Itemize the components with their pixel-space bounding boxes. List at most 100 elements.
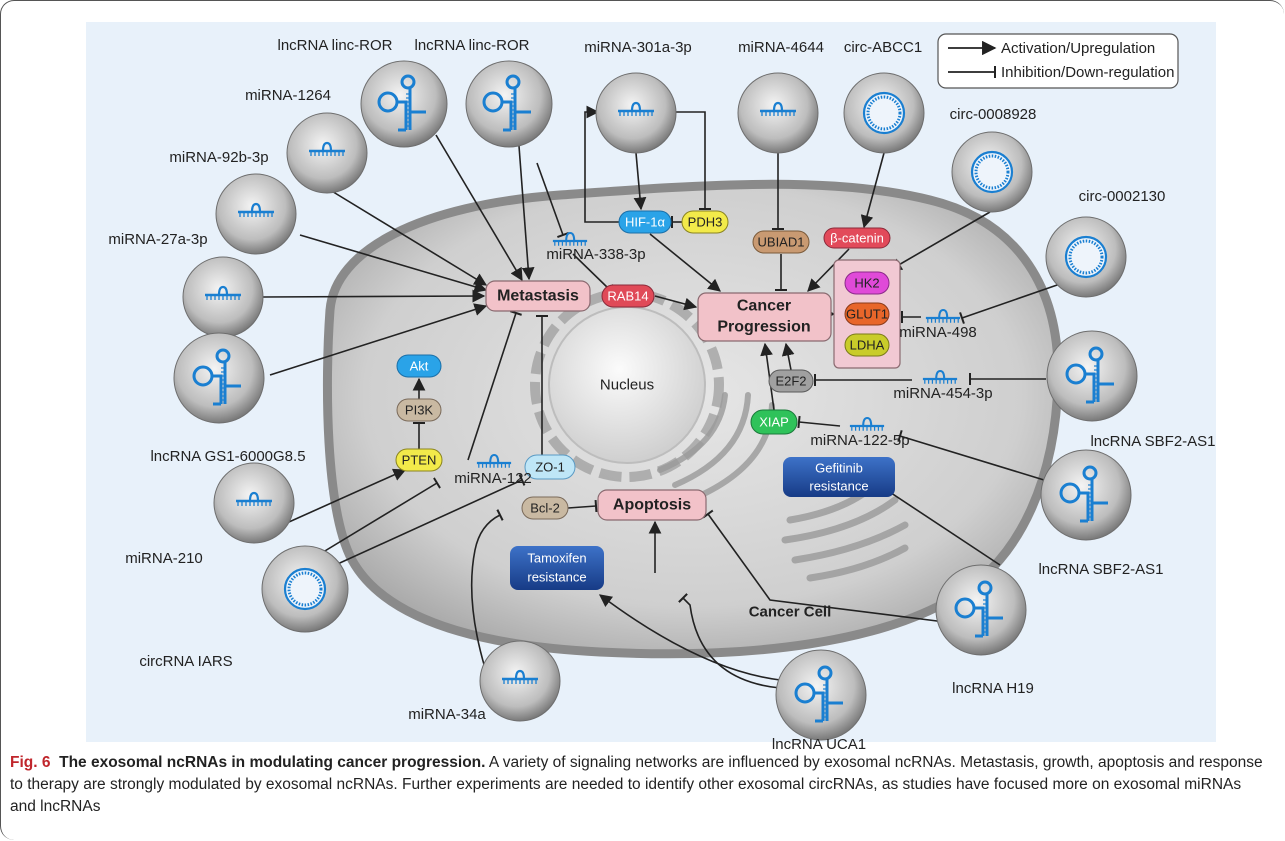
tamoxifen-label-2: resistance <box>527 570 586 585</box>
mirna-icon <box>925 308 961 323</box>
cancer-progression-label-1: Cancer <box>737 298 791 315</box>
diagram: Activation/Upregulation Inhibition/Down-… <box>108 33 1216 753</box>
exosome-circ-0008928 <box>951 131 1033 213</box>
activation-arrow <box>888 211 991 271</box>
activation-arrow <box>781 342 795 371</box>
node-ldha-label: LDHA <box>850 338 885 353</box>
mirna-icon <box>476 453 512 468</box>
nucleus-label: Nucleus <box>600 377 654 394</box>
mirna-mir-454-label: miRNA-454-3p <box>893 385 992 402</box>
mirna-icon <box>552 231 588 246</box>
node-akt: Akt <box>396 354 442 378</box>
golgi-apparatus <box>781 476 909 582</box>
node-hk2: HK2 <box>844 271 890 295</box>
lncrna-icon <box>192 348 241 406</box>
mirna-icon <box>309 141 345 156</box>
node-xiap: XIAP <box>750 409 798 435</box>
mirna-mir-454: miRNA-454-3p <box>893 369 993 402</box>
tamoxifen-label-1: Tamoxifen <box>527 551 586 566</box>
node-hk2-label: HK2 <box>854 276 879 291</box>
apoptosis-label: Apoptosis <box>613 497 691 514</box>
lncrna-icon <box>482 74 531 132</box>
label-mir-301a: miRNA-301a-3p <box>584 39 692 56</box>
activation-arrow <box>262 289 486 303</box>
cancer-progression-label-2: Progression <box>717 319 810 336</box>
activation-arrow <box>860 152 885 229</box>
label-circ-iars: circRNA IARS <box>139 653 232 670</box>
node-zo1: ZO-1 <box>524 454 576 480</box>
label-sbf2-2: lncRNA SBF2-AS1 <box>1038 561 1163 578</box>
mirna-icon <box>922 369 958 384</box>
label-mir-210: miRNA-210 <box>125 550 203 567</box>
activation-arrow <box>518 145 535 281</box>
label-circ-abcc1: circ-ABCC1 <box>844 39 922 56</box>
inhibition-line <box>797 415 841 429</box>
exosome-mir-210 <box>213 462 295 544</box>
cancer-progression-box: Cancer Progression <box>697 292 832 342</box>
mirna-icon <box>618 101 654 116</box>
activation-arrow <box>299 234 488 293</box>
node-bcat: β-catenin <box>823 227 891 249</box>
node-bcat-label: β-catenin <box>830 231 884 246</box>
mirna-mir-338: miRNA-338-3p <box>546 231 646 263</box>
node-glut1-label: GLUT1 <box>846 307 888 322</box>
node-ldha: LDHA <box>844 333 890 357</box>
gefitinib-resistance-box: Gefitinib resistance <box>783 457 895 497</box>
circrna-icon <box>1064 235 1108 279</box>
exosome-linc-ror-2 <box>465 60 553 148</box>
exosome-gs1 <box>173 332 265 424</box>
exosomes <box>173 60 1138 741</box>
mirna-mir-122-label: miRNA-122 <box>454 470 532 487</box>
inhibition-line <box>467 310 523 461</box>
node-hif-label: HIF-1α <box>625 215 666 230</box>
exosome-mir-92b <box>215 173 297 255</box>
exosome-sbf2-1 <box>1046 330 1138 422</box>
node-pdh3-label: PDH3 <box>688 215 723 230</box>
node-bcl2-label: Bcl-2 <box>530 501 560 516</box>
circrna-icon <box>283 567 327 611</box>
cancer-cell-label: Cancer Cell <box>749 604 832 621</box>
exosome-mir-34a <box>479 640 561 722</box>
figure-number: Fig. 6 <box>10 754 51 771</box>
node-glut1: GLUT1 <box>844 302 890 326</box>
node-pten-label: PTEN <box>402 453 437 468</box>
lncrna-icon <box>377 74 426 132</box>
label-circ-0008928: circ-0008928 <box>950 106 1037 123</box>
legend-inhibition-label: Inhibition/Down-regulation <box>1001 64 1174 81</box>
exosome-mir-4644 <box>737 72 819 154</box>
inhibition-line <box>959 283 1061 324</box>
apoptosis-box: Apoptosis <box>597 489 707 521</box>
mirna-mir-122-5p: miRNA-122-5p <box>810 416 910 449</box>
node-xiap-label: XIAP <box>759 415 789 430</box>
exosome-circ-iars <box>261 545 349 633</box>
figure-description: A variety of signaling networks are infl… <box>10 754 1263 815</box>
mirna-mir-498-label: miRNA-498 <box>899 324 977 341</box>
activation-arrow <box>269 303 488 376</box>
node-akt-label: Akt <box>410 359 429 374</box>
node-ubiad1: UBIAD1 <box>752 230 810 254</box>
exosome-circ-abcc1 <box>843 72 925 154</box>
inhibition-line <box>536 162 569 238</box>
activation-arrow <box>329 189 488 286</box>
label-uca1: lncRNA UCA1 <box>772 736 866 753</box>
node-rab14: RAB14 <box>601 284 655 308</box>
node-pten: PTEN <box>395 448 443 472</box>
intracellular-mirnas: miRNA-338-3p miRNA-498 miRNA-454-3p miRNA-1… <box>454 231 993 487</box>
mirna-icon <box>760 101 796 116</box>
exosome-sbf2-2 <box>1040 449 1132 541</box>
mirna-mir-122: miRNA-122 <box>454 453 532 487</box>
mirna-mir-122-5p-label: miRNA-122-5p <box>810 432 909 449</box>
figure-title: The exosomal ncRNAs in modulating cancer… <box>59 754 486 771</box>
inhibition-line <box>309 477 441 561</box>
gefitinib-label-2: resistance <box>809 479 868 494</box>
label-h19: lncRNA H19 <box>952 680 1034 697</box>
label-mir-34a: miRNA-34a <box>408 706 486 723</box>
mirna-mir-498: miRNA-498 <box>899 308 977 341</box>
inhibition-line <box>319 474 526 573</box>
legend-activation-label: Activation/Upregulation <box>1001 40 1155 57</box>
node-bcl2: Bcl-2 <box>521 496 569 520</box>
mirna-icon <box>238 202 274 217</box>
label-linc-ror-1: lncRNA linc-ROR <box>277 37 392 54</box>
